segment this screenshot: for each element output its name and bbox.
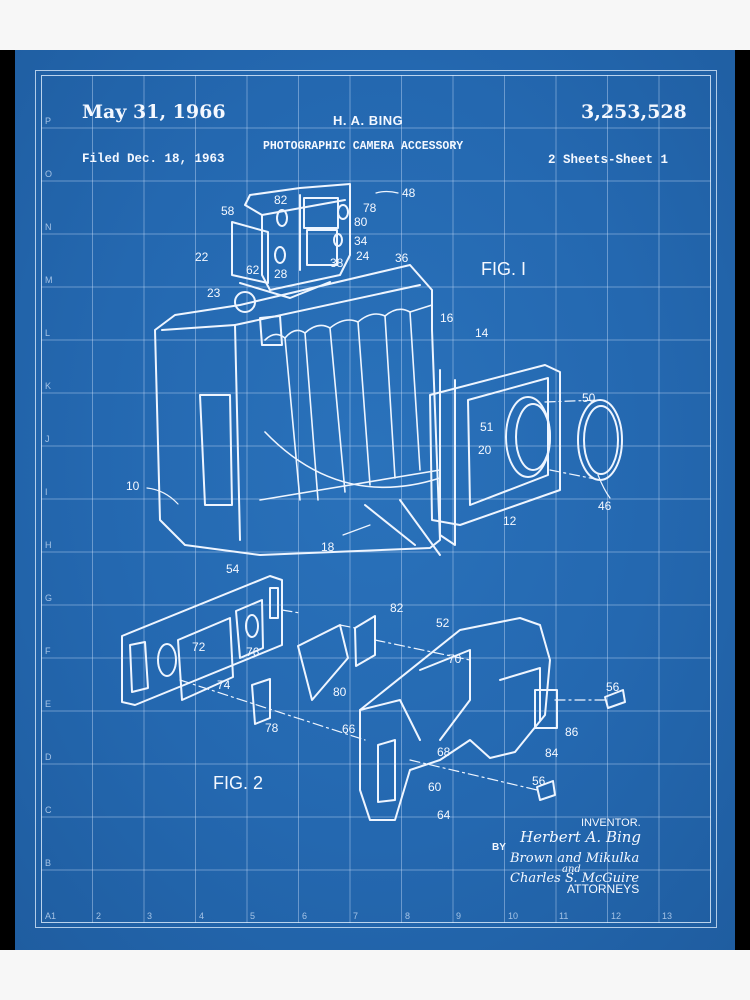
callout: 70: [448, 652, 462, 666]
patent-number: 3,253,528: [581, 101, 687, 123]
sheet-count: 2 Sheets-Sheet 1: [548, 153, 669, 167]
callout: 51: [480, 420, 494, 434]
callout: 52: [436, 616, 450, 630]
callout: 48: [402, 186, 416, 200]
callout: 22: [195, 250, 209, 264]
callout: 54: [226, 562, 240, 576]
callout: 38: [330, 256, 344, 270]
callout: 24: [356, 249, 370, 263]
prism-elements: [251, 615, 376, 725]
callout: 18: [321, 540, 335, 554]
callout: 84: [545, 746, 559, 760]
grid-row-label: D: [45, 752, 52, 762]
callout: 16: [440, 311, 454, 325]
attorney-signature-1: Brown and Mikulka: [510, 851, 640, 866]
grid-col-label: 4: [199, 911, 205, 921]
grid-row-label: C: [45, 805, 52, 815]
filed-date: Filed Dec. 18, 1963: [82, 152, 225, 166]
grid-row-label: H: [45, 540, 52, 550]
callout: 68: [437, 745, 451, 759]
callout: 62: [246, 263, 260, 277]
screws: [536, 689, 626, 801]
grid-row-label: A1: [45, 911, 57, 921]
inventor-heading: INVENTOR.: [581, 817, 641, 829]
lens-housing: [364, 364, 623, 556]
grid-row-label: J: [45, 434, 50, 444]
grid-col-label: 2: [96, 911, 102, 921]
inventor-signature: Herbert A. Bing: [520, 828, 642, 846]
grid-row-label: P: [45, 116, 52, 126]
callout: 76: [246, 645, 260, 659]
callout: 82: [274, 193, 288, 207]
grid-col-label: 6: [302, 911, 308, 921]
callout: 36: [395, 251, 409, 265]
callout: 72: [192, 640, 206, 654]
bracket-housing: [359, 617, 558, 821]
grid-row-label: F: [45, 646, 51, 656]
patent-date: May 31, 1966: [82, 101, 226, 123]
grid-row-label: N: [45, 222, 52, 232]
callout: 64: [437, 808, 451, 822]
callout: 50: [582, 391, 596, 405]
grid-row-label: E: [45, 699, 52, 709]
patent-title: PHOTOGRAPHIC CAMERA ACCESSORY: [263, 140, 464, 153]
camera-body: [154, 264, 441, 556]
callout: 66: [342, 722, 356, 736]
callout: 23: [207, 286, 221, 300]
outer-border: [35, 70, 717, 928]
callout: 14: [475, 326, 489, 340]
grid-col-label: 11: [559, 911, 569, 921]
callout: 10: [126, 479, 140, 493]
attorney-signature-2: Charles S. McGuire: [510, 871, 640, 886]
callout: 78: [265, 721, 279, 735]
fig2-label: FIG. 2: [213, 773, 264, 793]
callout: 78: [363, 201, 377, 215]
callout: 28: [274, 267, 288, 281]
grid-col-label: 7: [353, 911, 359, 921]
callout: 56: [532, 774, 546, 788]
grid-col-label: 3: [147, 911, 153, 921]
callout: 58: [221, 204, 235, 218]
inner-border: [41, 75, 711, 923]
callout: 34: [354, 234, 368, 248]
grid-row-label: M: [45, 275, 53, 285]
callout: 56: [606, 680, 620, 694]
bellows: [259, 304, 441, 501]
callout: 60: [428, 780, 442, 794]
grid-row-label: O: [45, 169, 53, 179]
grid-col-label: 9: [456, 911, 462, 921]
callout: 46: [598, 499, 612, 513]
blueprint-poster: [15, 50, 735, 950]
fig1-label: FIG. I: [481, 259, 526, 279]
callout: 20: [478, 443, 492, 457]
attorney-and: and: [562, 864, 581, 875]
grid-row-label: L: [45, 328, 51, 338]
grid-col-label: 12: [611, 911, 622, 921]
callout: 86: [565, 725, 579, 739]
grid-row-label: G: [45, 593, 53, 603]
grid-row-label: B: [45, 858, 52, 868]
grid-col-label: 5: [250, 911, 256, 921]
inventor-name: H. A. BING: [333, 113, 404, 128]
attorneys-heading: ATTORNEYS: [567, 882, 640, 896]
grid-row-label: K: [45, 381, 52, 391]
by-label: BY: [492, 842, 506, 853]
callout: 80: [333, 685, 347, 699]
grid-col-label: 8: [405, 911, 411, 921]
callout: 82: [390, 601, 404, 615]
callout: 74: [217, 678, 231, 692]
callout: 12: [503, 514, 517, 528]
grid-col-label: 13: [662, 911, 673, 921]
viewfinder-accessory: [231, 183, 351, 299]
grid-row-label: I: [45, 487, 48, 497]
callout: 80: [354, 215, 368, 229]
grid-col-label: 10: [508, 911, 519, 921]
